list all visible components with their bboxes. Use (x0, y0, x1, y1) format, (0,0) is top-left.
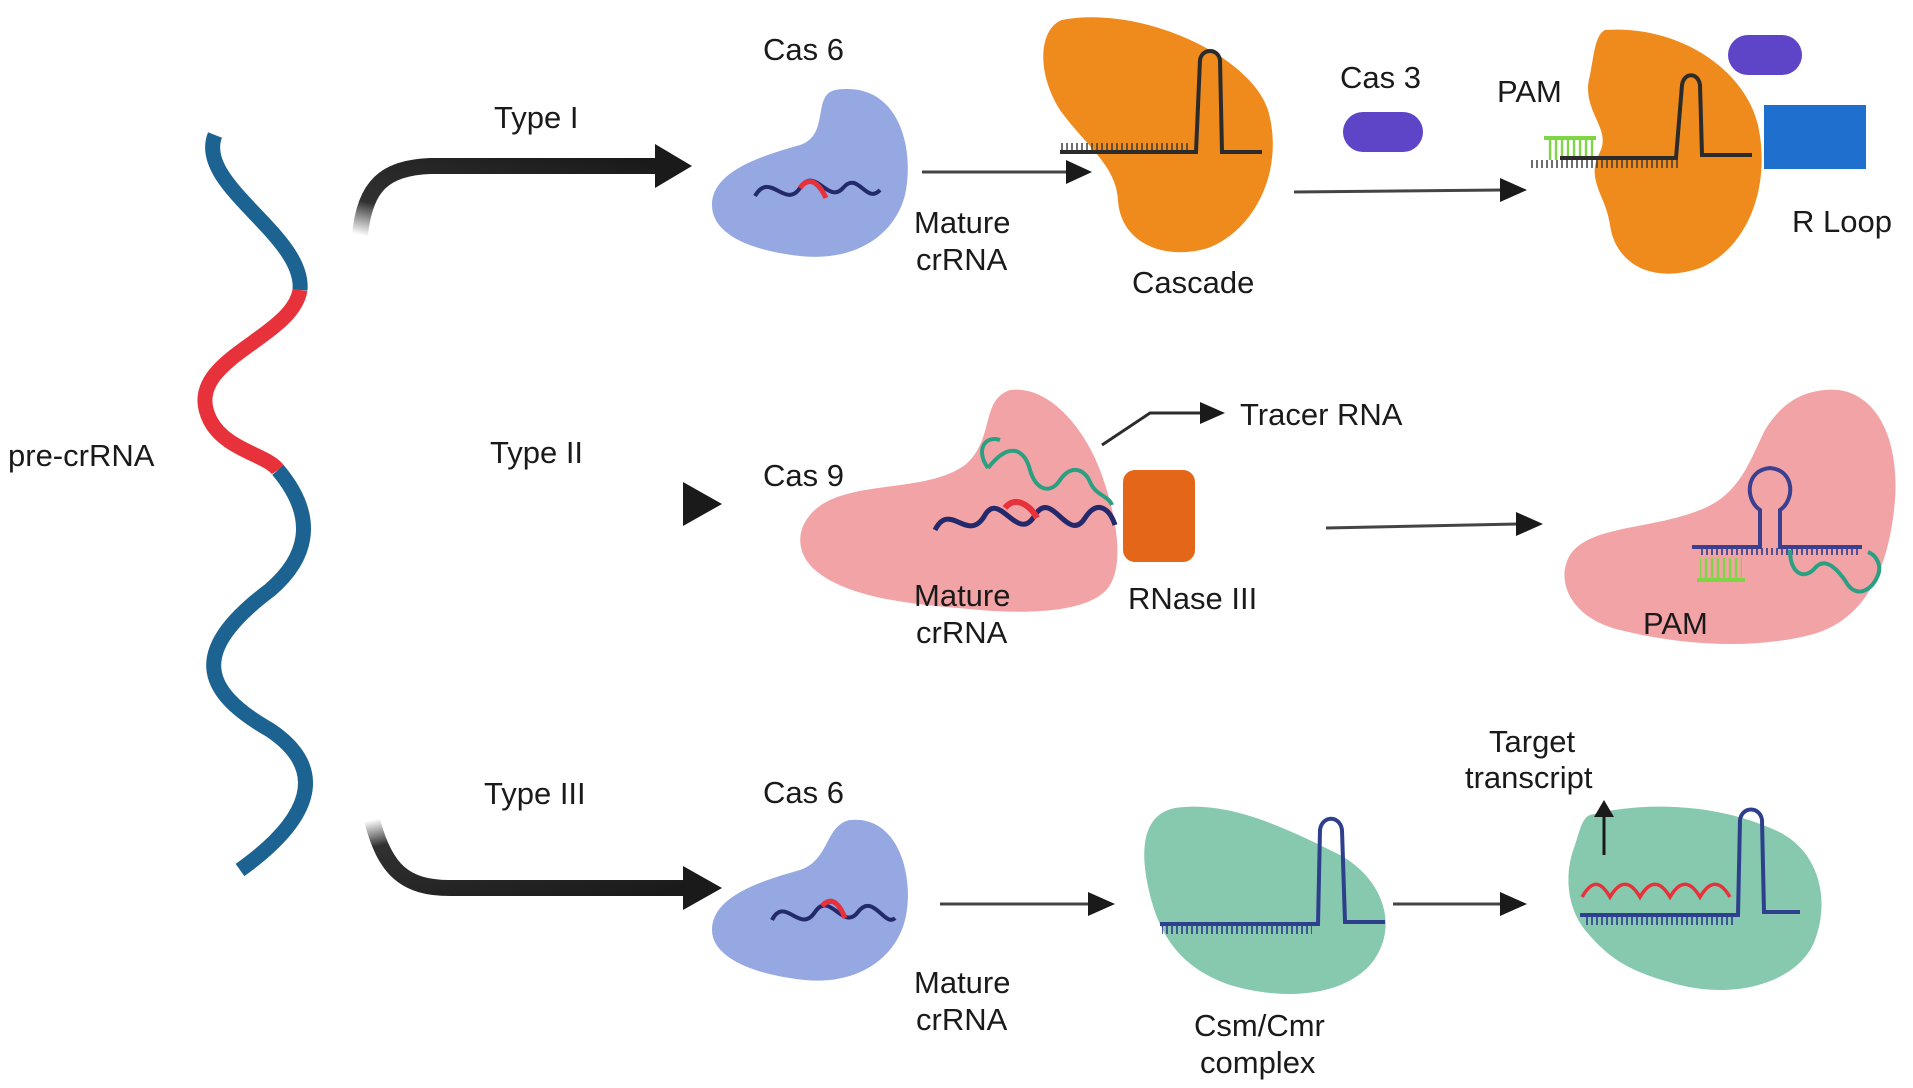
arrow-to-r-loop (1293, 178, 1527, 202)
r-loop-label: R Loop (1792, 204, 1892, 239)
pre-crrna-blue-segment-top (205, 132, 308, 291)
cascade-complex (1043, 17, 1273, 253)
mature-crrna-bot-line2: crRNA (916, 1002, 1008, 1037)
cas9-dna-stem (1700, 548, 1860, 555)
r-loop-crrna-hairpin (1560, 73, 1752, 160)
r-loop-block (1764, 105, 1866, 169)
rnase-iii-label: RNase III (1128, 581, 1257, 616)
pre-crrna-label: pre-crRNA (8, 438, 155, 473)
cas6-label-top: Cas 6 (763, 32, 844, 67)
crrna-spacer-top (797, 179, 829, 200)
csm-crrna-hairpin (1160, 816, 1385, 926)
crrna-wave-bottom (770, 903, 897, 922)
cas6-protein-top (712, 89, 908, 257)
pam-bars-mid (1700, 558, 1742, 578)
csm-crrna-stem (1162, 925, 1312, 934)
tracer-rna-label: Tracer RNA (1240, 397, 1403, 432)
arrow-to-csm (940, 892, 1115, 916)
crrna-wave-mid (932, 505, 1118, 532)
pre-crrna-red-segment (197, 288, 308, 476)
cas6-protein-bottom (712, 819, 908, 981)
crrna-spacer-mid (1002, 499, 1040, 520)
pam-bars-top (1548, 140, 1594, 160)
tracer-rna-pointer-head (1200, 402, 1225, 424)
type-ii-arrow (372, 482, 722, 526)
cascade-crrna-stem (1060, 143, 1190, 151)
csm-cmr-complex (1144, 806, 1386, 994)
arrow-to-target (1393, 892, 1527, 916)
target-transcript-label-line1: Target (1489, 724, 1576, 759)
type-i-arrow (352, 144, 692, 236)
arrow-to-cascade (922, 160, 1092, 184)
r-loop-dna-stem (1530, 160, 1680, 168)
target-transcript-pointer-head (1594, 800, 1614, 817)
rnase-iii-protein (1123, 470, 1195, 562)
type-iii-arrow (364, 817, 722, 910)
cascade-crrna-hairpin (1060, 49, 1262, 154)
mature-crrna-mid-line1: Mature (914, 578, 1010, 613)
cas9-target-complex (1564, 389, 1896, 645)
target-transcript-wave (1580, 882, 1732, 901)
target-crrna-stem (1583, 916, 1733, 925)
type-ii-label: Type II (490, 435, 583, 470)
tracer-rna-strand-left (980, 437, 1001, 470)
csm-target-complex (1568, 806, 1822, 990)
cas9-label: Cas 9 (763, 458, 844, 493)
mature-crrna-mid-line2: crRNA (916, 615, 1008, 650)
tracer-rna-strand (986, 448, 1114, 506)
pam-label-top: PAM (1497, 74, 1562, 109)
target-crrna-hairpin (1580, 807, 1800, 917)
cas3-label: Cas 3 (1340, 60, 1421, 95)
mature-crrna-top-line2: crRNA (916, 242, 1008, 277)
mature-crrna-top-line1: Mature (914, 205, 1010, 240)
pam-label-mid: PAM (1643, 606, 1708, 641)
type-iii-label: Type III (484, 776, 586, 811)
target-transcript-label-line2: transcript (1465, 760, 1593, 795)
csm-cmr-label-line2: complex (1200, 1045, 1316, 1080)
crrna-spacer-bottom (820, 898, 848, 919)
csm-cmr-label-line1: Csm/Cmr (1194, 1008, 1325, 1043)
cascade-label: Cascade (1132, 265, 1254, 300)
cas9-tracer-strand (1788, 549, 1882, 594)
pre-crrna-blue-segment-bottom (206, 465, 313, 877)
mature-crrna-bot-line1: Mature (914, 965, 1010, 1000)
pre-crrna-strand (197, 132, 313, 877)
cas3-bound (1728, 35, 1802, 75)
cas9-guide-hairpin (1692, 465, 1862, 549)
cas3-protein (1343, 112, 1423, 152)
cas9-protein (800, 389, 1118, 612)
arrow-to-cas9-target (1325, 512, 1543, 536)
type-i-label: Type I (494, 100, 578, 135)
tracer-rna-pointer (1101, 411, 1205, 447)
cas6-label-bottom: Cas 6 (763, 775, 844, 810)
